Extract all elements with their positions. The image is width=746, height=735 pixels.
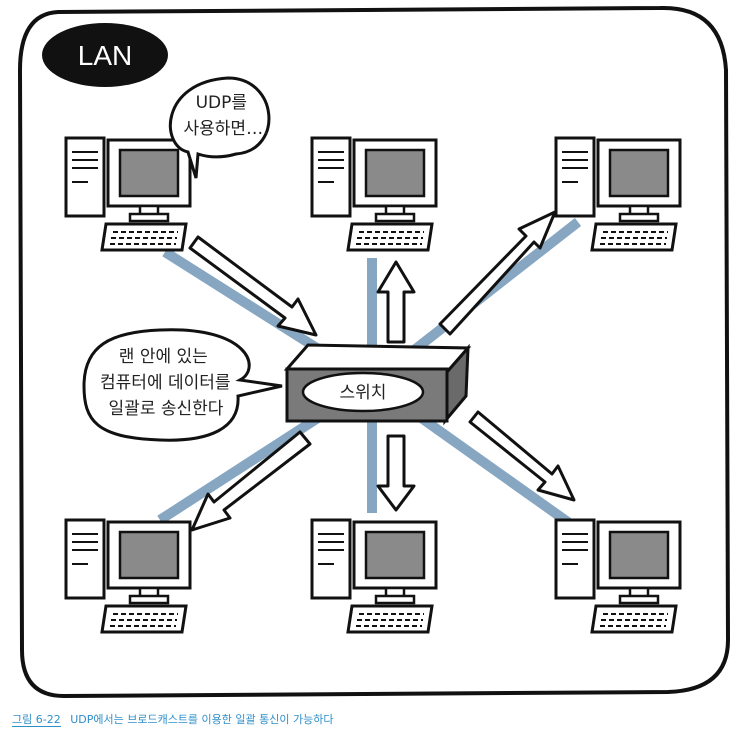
speech-bubble-top: UDP를 사용하면….	[168, 76, 271, 179]
lan-badge-label: LAN	[78, 40, 132, 71]
arrow-incoming-icon	[188, 235, 318, 337]
arrow-down-left-icon	[190, 430, 312, 532]
arrow-down-icon	[376, 434, 416, 512]
svg-text:랜 안에 있는 컴퓨터에 데이터를: 랜 안에 있는 컴퓨터에 데이터를 일괄로 송신한다	[100, 347, 236, 419]
svg-text:UDP를 사용하면….: UDP를 사용하면….	[184, 93, 269, 139]
bubble-top-line-2: 사용하면….	[184, 119, 269, 139]
figure-number: 그림 6-22	[12, 713, 61, 727]
switch-label: 스위치	[340, 383, 387, 403]
bubble-left-line-2: 컴퓨터에 데이터를	[100, 373, 231, 393]
bubble-top-line-1: UDP를	[196, 93, 247, 113]
bubble-left-line-3: 일괄로 송신한다	[109, 399, 224, 419]
figure-caption: 그림 6-22 UDP에서는 브로드캐스트를 이용한 일괄 통신이 가능하다	[12, 711, 333, 727]
bubble-left-line-1: 랜 안에 있는	[119, 347, 208, 367]
lan-badge: LAN	[42, 23, 168, 87]
arrow-up-icon	[376, 260, 416, 344]
figure-caption-text: UDP에서는 브로드캐스트를 이용한 일괄 통신이 가능하다	[70, 713, 334, 726]
arrow-down-right-icon	[468, 410, 576, 502]
speech-bubble-left: 랜 안에 있는 컴퓨터에 데이터를 일괄로 송신한다	[82, 328, 283, 442]
switch: 스위치	[283, 343, 472, 426]
arrow-up-right-icon	[438, 210, 557, 336]
